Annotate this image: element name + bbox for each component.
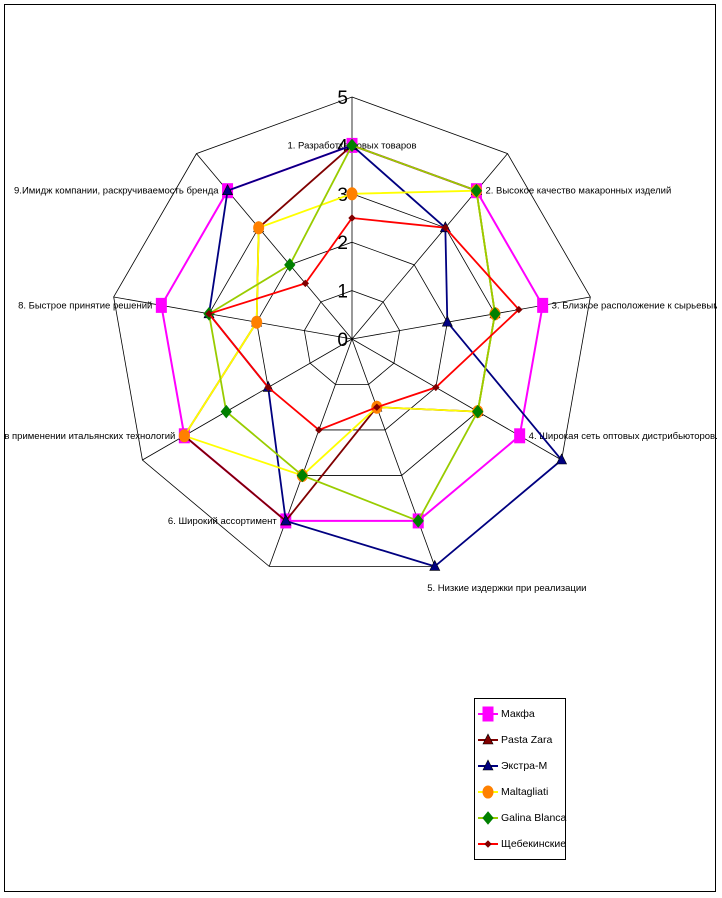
series-layer bbox=[155, 137, 568, 571]
legend-item: Щебекинские bbox=[475, 832, 567, 856]
data-point bbox=[348, 214, 356, 222]
data-point bbox=[222, 184, 234, 195]
data-point bbox=[178, 429, 190, 443]
data-point bbox=[482, 733, 494, 745]
data-point bbox=[301, 279, 310, 288]
legend-item: Pasta Zara bbox=[475, 728, 567, 752]
data-point bbox=[264, 383, 272, 392]
series-5 bbox=[203, 138, 501, 528]
data-point bbox=[470, 183, 483, 198]
data-point bbox=[432, 383, 440, 392]
legend-swatch bbox=[478, 840, 498, 848]
axis-label: 3. Близкое расположение к сырьевым ресур… bbox=[552, 300, 717, 311]
legend-item: Galina Blanca bbox=[475, 806, 567, 830]
data-point bbox=[155, 297, 167, 313]
grid-spoke bbox=[351, 338, 436, 567]
grid-ring-1 bbox=[303, 290, 401, 385]
axis-label: 9.Имидж компании, раскручиваемость бренд… bbox=[14, 186, 219, 197]
series-3 bbox=[203, 138, 568, 571]
legend-item: Макфа bbox=[475, 702, 567, 726]
legend-swatch bbox=[478, 706, 498, 722]
data-point bbox=[251, 315, 263, 329]
grid-spoke bbox=[113, 296, 353, 340]
legend-swatch bbox=[478, 759, 498, 771]
grid-spoke bbox=[268, 338, 353, 567]
legend-label: Maltagliati bbox=[501, 786, 549, 798]
legend-label: Щебекинские bbox=[501, 838, 567, 850]
axis-label: 8. Быстрое принятие решений bbox=[18, 300, 152, 311]
data-point bbox=[482, 759, 494, 771]
series-line bbox=[160, 144, 544, 522]
tick-label: 5 bbox=[337, 88, 348, 109]
data-point bbox=[412, 514, 424, 528]
data-point bbox=[472, 404, 484, 419]
data-point bbox=[441, 224, 450, 232]
axis-label: 7.Опыт в применении итальянских технолог… bbox=[5, 431, 175, 442]
data-point bbox=[429, 559, 441, 571]
data-point bbox=[484, 840, 492, 848]
series-6 bbox=[205, 214, 523, 434]
legend-label: Макфа bbox=[501, 708, 535, 720]
data-point bbox=[556, 453, 568, 465]
tick-label: 2 bbox=[337, 233, 348, 254]
legend-label: Экстра-М bbox=[501, 760, 548, 772]
grid-spoke bbox=[351, 296, 591, 340]
series-line bbox=[208, 144, 563, 568]
axis-label: 6. Широкий ассортимент bbox=[168, 516, 278, 527]
data-point bbox=[253, 221, 265, 235]
tick-label: 1 bbox=[337, 282, 348, 303]
data-point bbox=[514, 428, 526, 444]
data-point bbox=[482, 706, 494, 722]
data-point bbox=[373, 403, 381, 411]
data-point bbox=[346, 138, 358, 153]
legend-swatch bbox=[478, 733, 498, 745]
tick-label: 4 bbox=[337, 136, 348, 157]
tick-label: 0 bbox=[337, 330, 348, 351]
legend-label: Galina Blanca bbox=[501, 812, 567, 824]
legend-label: Pasta Zara bbox=[501, 734, 553, 746]
grid-ring-3 bbox=[208, 193, 496, 476]
data-point bbox=[482, 785, 494, 799]
legend-item: Maltagliati bbox=[475, 780, 567, 804]
axis-label: 5. Низкие издержки при реализации bbox=[427, 583, 586, 594]
grid-spoke bbox=[142, 338, 353, 461]
axis-label: 4. Широкая сеть оптовых дистрибьюторов. bbox=[529, 431, 717, 442]
data-point bbox=[315, 426, 323, 434]
series-line bbox=[207, 217, 521, 431]
series-line bbox=[208, 144, 496, 523]
data-point bbox=[515, 305, 523, 314]
legend-swatch bbox=[478, 785, 498, 799]
grid-ring-5 bbox=[113, 96, 591, 567]
data-point bbox=[205, 310, 213, 318]
data-point bbox=[280, 514, 292, 526]
grid-spoke bbox=[351, 338, 562, 461]
data-point bbox=[284, 258, 296, 272]
data-point bbox=[346, 187, 358, 201]
data-point bbox=[296, 468, 308, 483]
tick-label: 3 bbox=[337, 185, 348, 206]
data-point bbox=[220, 404, 232, 419]
radial-tick-labels: 0 1 2 3 4 5 bbox=[337, 88, 348, 351]
data-point bbox=[537, 297, 549, 313]
axis-label: 2. Высокое качество макаронных изделий bbox=[485, 186, 671, 197]
data-point bbox=[482, 811, 494, 825]
legend-swatch bbox=[478, 811, 498, 825]
data-point bbox=[489, 307, 501, 321]
legend-item: Экстра-М bbox=[475, 754, 567, 778]
data-point bbox=[441, 315, 453, 327]
